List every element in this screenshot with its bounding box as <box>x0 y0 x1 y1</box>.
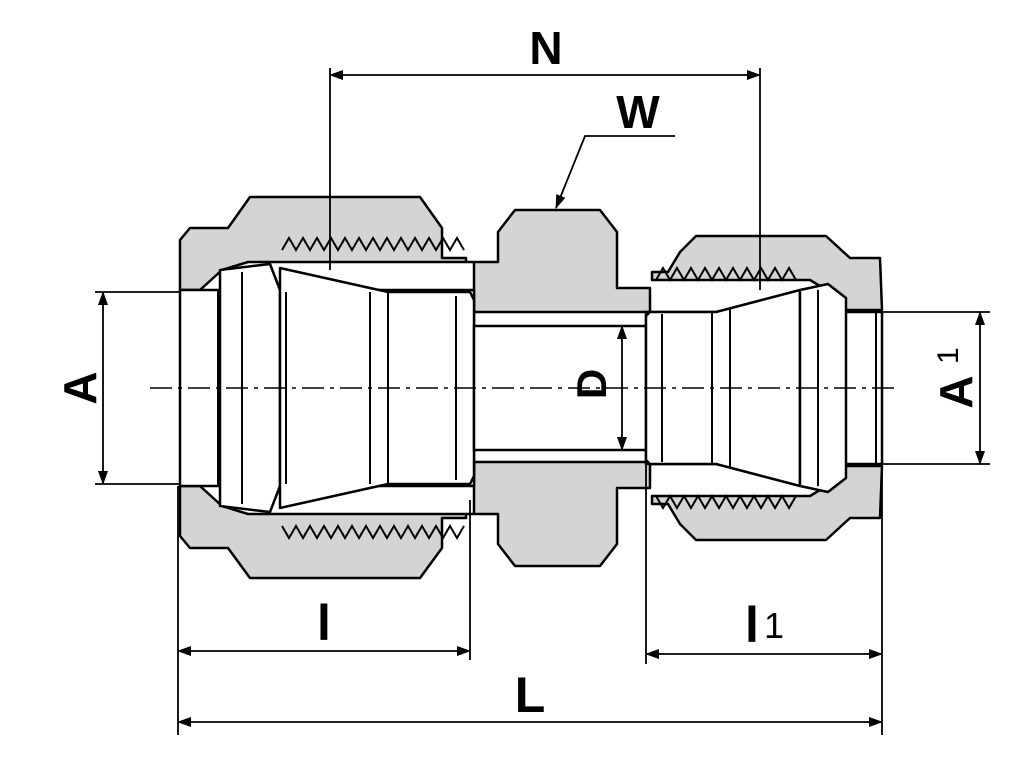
label-d: D <box>568 369 615 399</box>
label-a1-main: A <box>930 375 982 408</box>
right-thread-bottom <box>655 494 797 510</box>
body-hex-bottom <box>464 460 652 568</box>
label-l1-main: l <box>745 597 759 653</box>
left-back-ferrule <box>278 266 476 510</box>
label-overall: L <box>515 667 546 723</box>
label-l-left: l <box>317 595 331 651</box>
left-tube-assembly <box>178 262 476 514</box>
dimension-lines <box>95 68 990 735</box>
right-nut-top <box>650 234 884 312</box>
label-w: W <box>616 86 660 138</box>
body-hex-top <box>464 208 652 314</box>
label-a: A <box>54 371 106 404</box>
fitting-body <box>178 195 884 580</box>
left-thread-top <box>281 236 465 252</box>
label-l1-sub: 1 <box>764 605 784 646</box>
right-thread-top <box>655 266 797 282</box>
right-nut-bottom <box>650 464 884 542</box>
label-a1-sub: 1 <box>932 347 965 364</box>
dim-w-leader <box>555 135 675 209</box>
left-thread-bottom <box>281 524 465 540</box>
right-front-ferrule <box>798 282 848 494</box>
label-l1: l 1 <box>745 597 784 653</box>
label-n: N <box>529 22 562 74</box>
label-a1: A 1 <box>930 347 982 408</box>
threads <box>281 236 797 540</box>
